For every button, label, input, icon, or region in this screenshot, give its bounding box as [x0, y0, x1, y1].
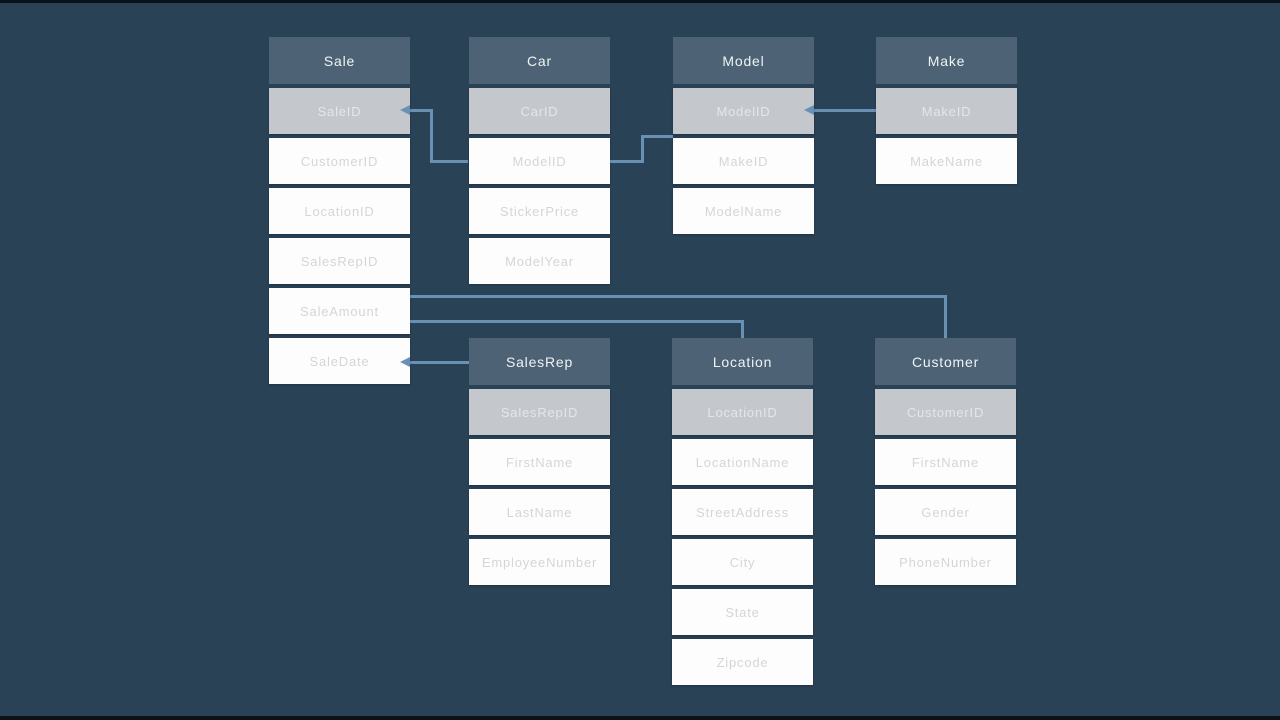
- car-field-stickerprice: StickerPrice: [469, 188, 610, 234]
- location-field-zipcode: Zipcode: [672, 639, 813, 685]
- table-model-header: Model: [673, 37, 814, 84]
- model-field-makeid: MakeID: [673, 138, 814, 184]
- connector-sale-saleid-to-car-modelid: [430, 160, 468, 163]
- connector-sale-to-location: [741, 320, 744, 338]
- connector-car-modelid-to-model-modelid: [641, 135, 644, 163]
- salesrep-field-lastname: LastName: [469, 489, 610, 535]
- car-field-modelyear: ModelYear: [469, 238, 610, 284]
- model-field-modelname: ModelName: [673, 188, 814, 234]
- sale-field-salesrepid: SalesRepID: [269, 238, 410, 284]
- customer-field-phonenumber: PhoneNumber: [875, 539, 1016, 585]
- make-field-makename: MakeName: [876, 138, 1017, 184]
- letterbox-bottom: [0, 716, 1280, 720]
- sale-field-locationid: LocationID: [269, 188, 410, 234]
- sale-field-saleid-key: SaleID: [269, 88, 410, 134]
- connector-sale-to-customer: [944, 295, 947, 338]
- connector-make-makeid-to-model-modelid: [813, 109, 876, 112]
- make-field-makeid-key: MakeID: [876, 88, 1017, 134]
- connector-sale-saledate-to-salesrep: [410, 361, 469, 364]
- salesrep-field-employeenumber: EmployeeNumber: [469, 539, 610, 585]
- location-field-locationid-key: LocationID: [672, 389, 813, 435]
- salesrep-field-salesrepid-key: SalesRepID: [469, 389, 610, 435]
- table-make-header: Make: [876, 37, 1017, 84]
- arrow-into-model-modelid: [804, 105, 814, 115]
- connector-car-modelid-to-model-modelid: [641, 135, 673, 138]
- table-location-header: Location: [672, 338, 813, 385]
- location-field-locationname: LocationName: [672, 439, 813, 485]
- sale-field-saleamount: SaleAmount: [269, 288, 410, 334]
- location-field-state: State: [672, 589, 813, 635]
- connector-sale-to-location: [410, 320, 744, 323]
- arrow-into-sale-saledate: [400, 357, 410, 367]
- table-customer-header: Customer: [875, 338, 1016, 385]
- connector-sale-to-customer: [410, 295, 947, 298]
- location-field-streetaddress: StreetAddress: [672, 489, 813, 535]
- sale-field-customerid: CustomerID: [269, 138, 410, 184]
- table-salesrep-header: SalesRep: [469, 338, 610, 385]
- connector-sale-saleid-to-car-modelid: [430, 109, 433, 163]
- sale-field-saledate: SaleDate: [269, 338, 410, 384]
- car-field-modelid: ModelID: [469, 138, 610, 184]
- letterbox-top: [0, 0, 1280, 3]
- customer-field-firstname: FirstName: [875, 439, 1016, 485]
- location-field-city: City: [672, 539, 813, 585]
- arrow-into-sale-saleid: [400, 105, 410, 115]
- customer-field-gender: Gender: [875, 489, 1016, 535]
- car-field-carid-key: CarID: [469, 88, 610, 134]
- table-car-header: Car: [469, 37, 610, 84]
- salesrep-field-firstname: FirstName: [469, 439, 610, 485]
- table-sale-header: Sale: [269, 37, 410, 84]
- connector-car-modelid-to-model-modelid: [610, 160, 644, 163]
- model-field-modelid-key: ModelID: [673, 88, 814, 134]
- customer-field-customerid-key: CustomerID: [875, 389, 1016, 435]
- connector-sale-saleid-to-car-modelid: [410, 109, 433, 112]
